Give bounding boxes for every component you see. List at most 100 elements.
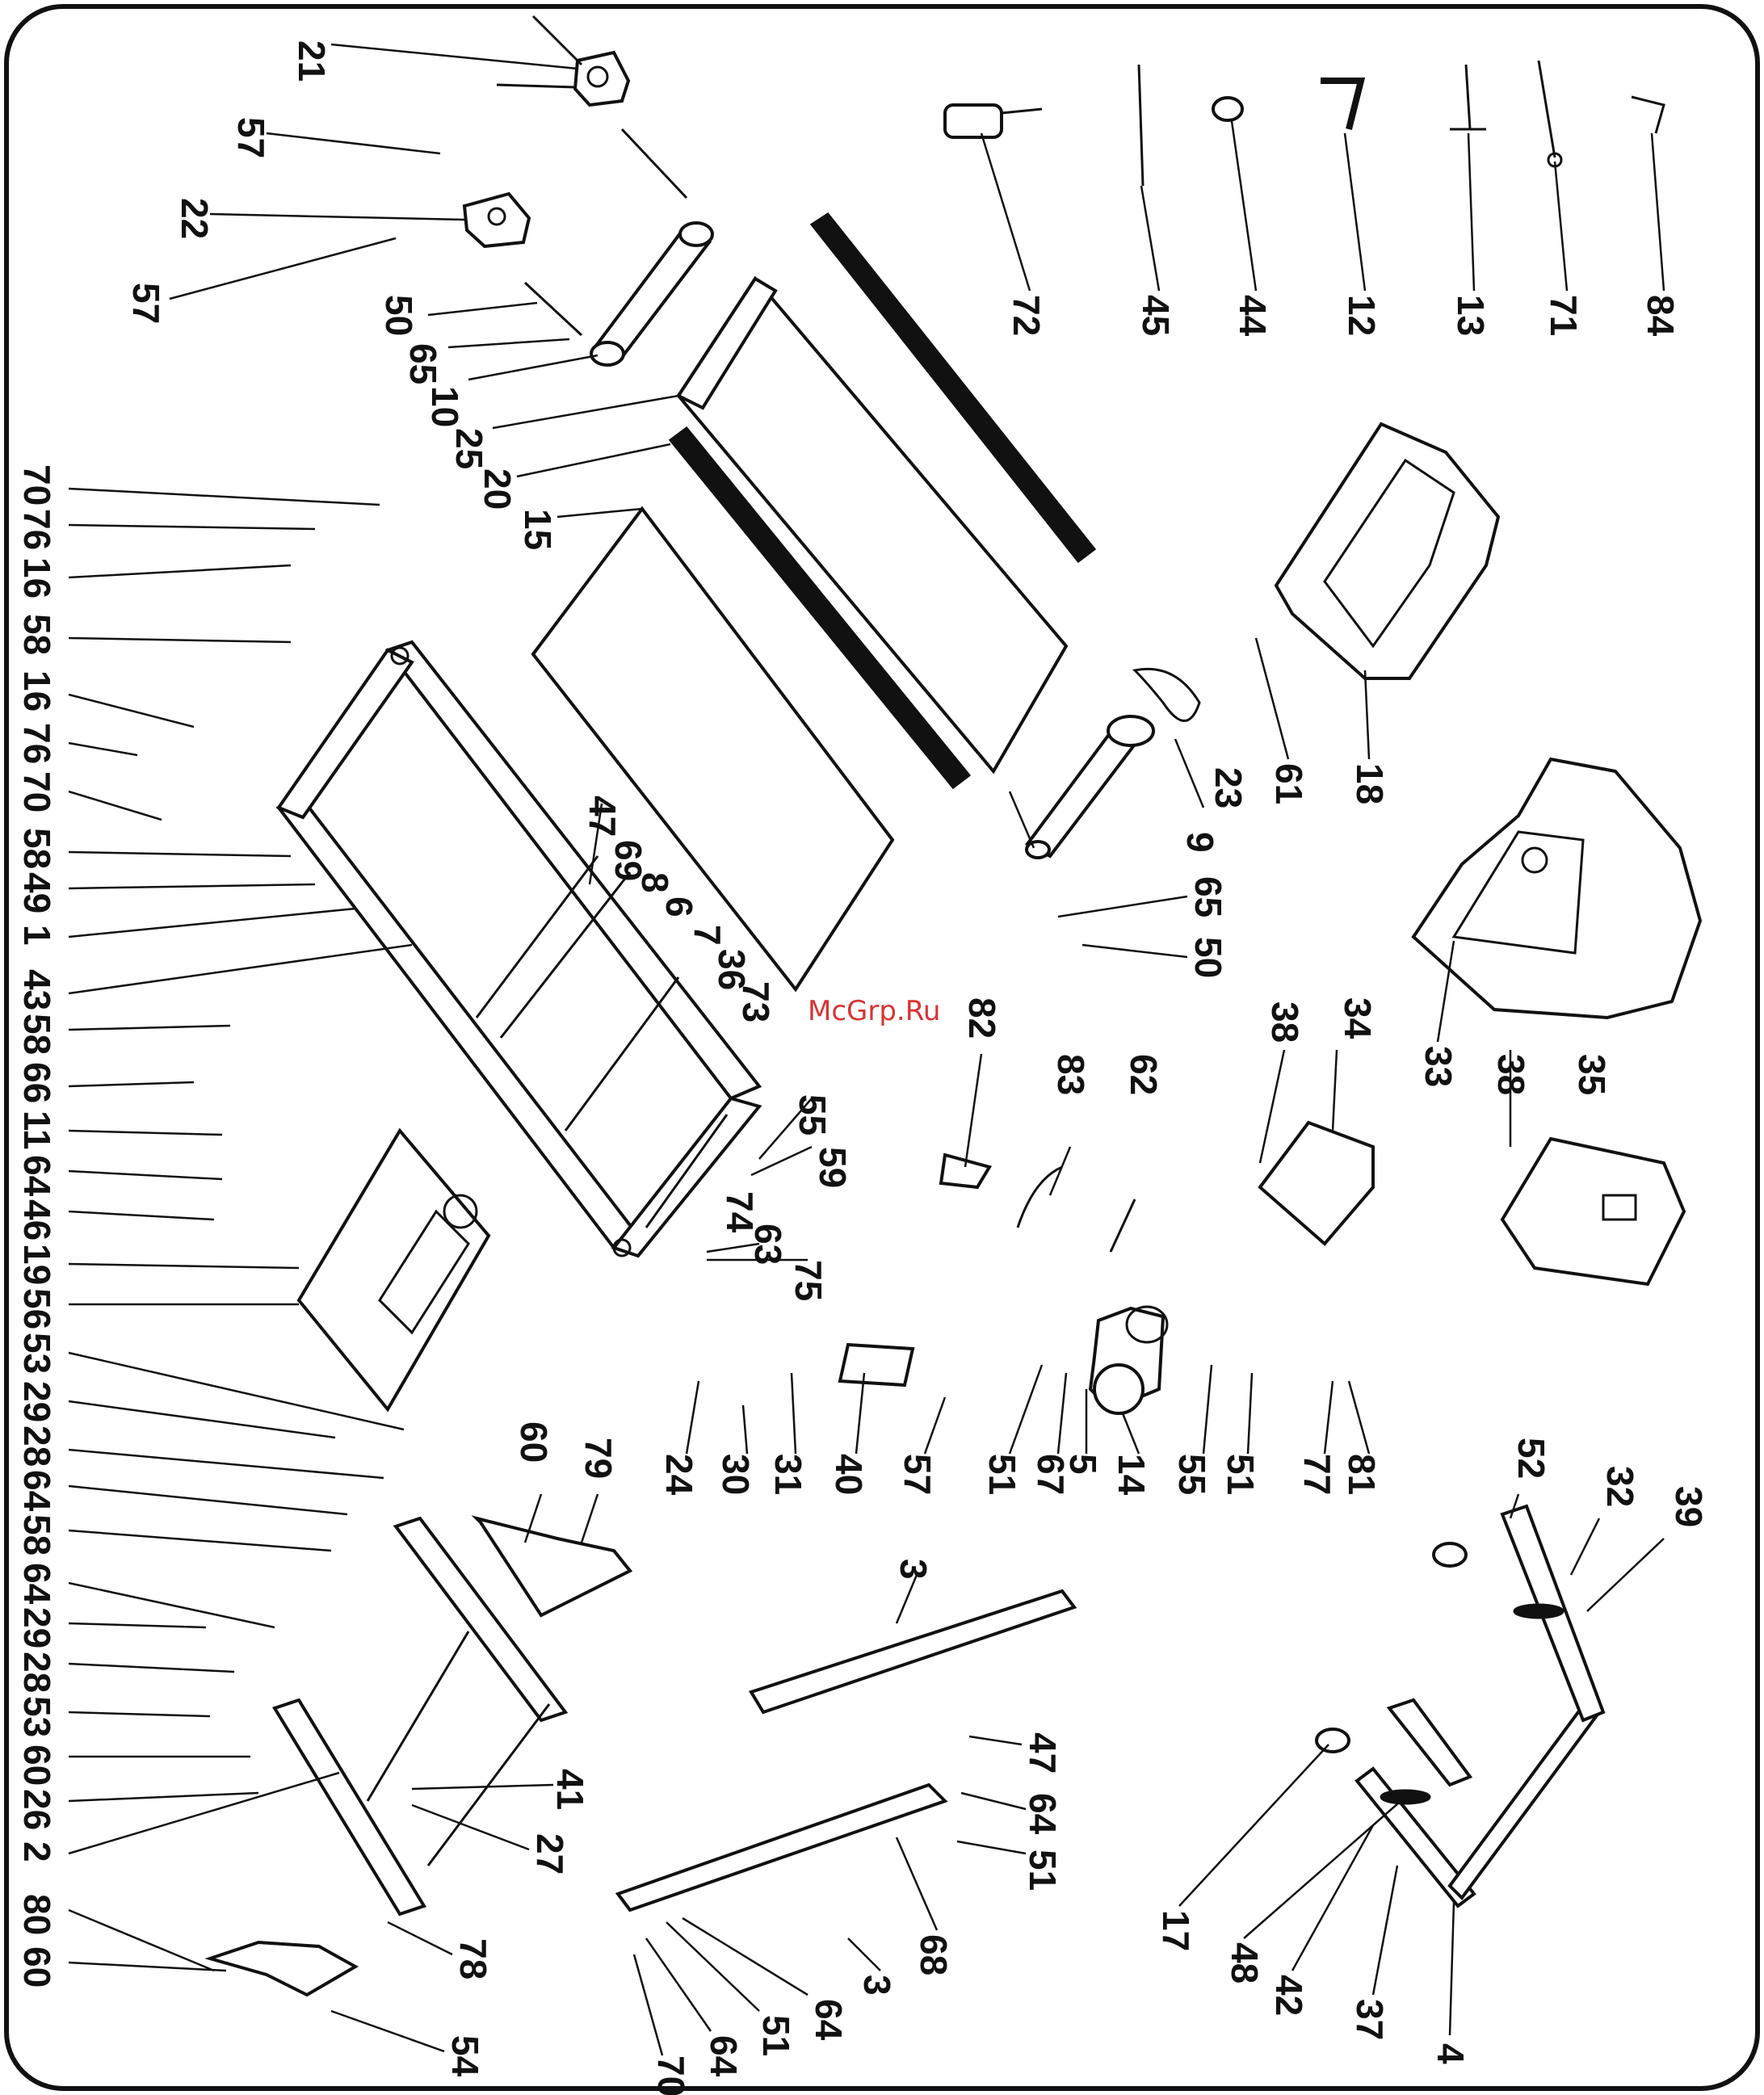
- part-label: 70: [650, 2055, 692, 2095]
- part-label: 60: [513, 1421, 555, 1463]
- leader-lines: [68, 43, 1665, 2056]
- part-label: 57: [125, 283, 167, 324]
- part-label: 64: [16, 1470, 58, 1512]
- part-label: 33: [1418, 1046, 1460, 1087]
- part-label: 62: [1123, 1054, 1165, 1095]
- part-1-main-frame: [275, 640, 762, 1258]
- part-label: 75: [788, 1260, 830, 1301]
- part-label: 20: [477, 468, 519, 510]
- part-label: 13: [1450, 295, 1492, 336]
- part-label: 64: [703, 2035, 745, 2077]
- part-label: 80: [16, 1894, 58, 1935]
- part-label: 45: [1135, 295, 1177, 336]
- part-label: 50: [378, 295, 420, 336]
- part-25-running-belt: [676, 275, 1069, 775]
- part-19-motor-base: [296, 1127, 491, 1413]
- part-label: 46: [16, 1199, 58, 1241]
- part-label: 5: [1062, 1454, 1104, 1475]
- part-label: 29: [16, 1607, 58, 1648]
- part-14-motor: [1088, 1305, 1169, 1415]
- part-label: 70: [16, 771, 58, 812]
- part-label: 58: [16, 614, 58, 655]
- part-label: 60: [16, 1744, 58, 1786]
- part-label: 79: [578, 1438, 620, 1479]
- part-80-foot: [204, 1940, 359, 1997]
- part-label: 59: [812, 1147, 854, 1188]
- part-84-bracket: [1631, 95, 1665, 134]
- part-number-labels: 21 57 22 57 50 65 10 25 20 15 72 45 44 1…: [16, 40, 1710, 2095]
- part-label: 64: [16, 1563, 58, 1605]
- part-label: 9: [1179, 832, 1221, 853]
- part-label: 68: [913, 1934, 955, 1975]
- part-label: 6: [658, 896, 700, 917]
- part-45-screwdriver: [1137, 64, 1144, 187]
- part-label: 42: [1268, 1975, 1310, 2016]
- part-label: 54: [444, 2035, 486, 2077]
- part-label: 70: [16, 464, 58, 506]
- part-34-bracket: [1258, 1120, 1375, 1246]
- part-label: 16: [16, 557, 58, 598]
- part-44-washer: [1212, 96, 1244, 122]
- part-label: 64: [1022, 1793, 1064, 1835]
- part-3-crossbar-lower: [615, 1782, 948, 1912]
- part-label: 53: [16, 1333, 58, 1374]
- part-label: 76: [16, 723, 58, 764]
- part-label: 11: [16, 1110, 58, 1150]
- part-33-console: [1411, 757, 1703, 1020]
- part-label: 19: [16, 1244, 58, 1285]
- part-79-foot: [471, 1515, 633, 1618]
- part-label: 78: [452, 1938, 494, 1980]
- part-label: 44: [1232, 295, 1274, 337]
- part-label: 66: [16, 1062, 58, 1103]
- part-71-cable: [1537, 60, 1563, 168]
- part-label: 51: [1022, 1849, 1064, 1891]
- part-label: 38: [1490, 1054, 1532, 1095]
- part-label: 51: [755, 2015, 797, 2056]
- part-72-cylinder: [943, 103, 1043, 139]
- part-35-display: [1500, 1136, 1686, 1287]
- part-22-end-cap: [462, 191, 531, 249]
- part-label: 69: [607, 840, 649, 881]
- part-label: 52: [1510, 1438, 1552, 1479]
- part-label: 82: [961, 997, 1003, 1039]
- part-label: 65: [402, 343, 444, 384]
- part-label: 18: [1349, 763, 1391, 804]
- part-23-belt: [1132, 667, 1201, 722]
- diagram-frame: [4, 4, 1760, 2091]
- part-18-hood: [1274, 422, 1501, 680]
- part-label: 74: [719, 1191, 761, 1233]
- part-label: 58: [16, 1514, 58, 1556]
- part-label: 55: [1171, 1454, 1213, 1495]
- part-label: 22: [174, 198, 216, 239]
- part-label: 3: [856, 1975, 898, 1996]
- part-label: 64: [808, 1999, 850, 2041]
- part-label: 43: [16, 969, 58, 1010]
- part-label: 17: [1155, 1910, 1197, 1951]
- part-label: 23: [1208, 767, 1250, 808]
- part-label: 12: [1341, 295, 1383, 336]
- part-label: 64: [16, 1155, 58, 1197]
- part-label: 38: [1264, 1001, 1306, 1043]
- part-label: 67: [1030, 1454, 1072, 1495]
- part-label: 4: [1430, 2043, 1472, 2064]
- part-12-allen-key: [1321, 78, 1366, 130]
- part-62-rod: [1109, 1199, 1136, 1253]
- part-label: 32: [1599, 1466, 1641, 1507]
- part-15-running-board: [531, 506, 895, 993]
- part-label: 55: [792, 1094, 834, 1136]
- part-label: 71: [1543, 295, 1585, 336]
- part-label: 28: [16, 1425, 58, 1467]
- part-label: 53: [16, 1696, 58, 1737]
- part-label: 14: [1111, 1454, 1153, 1496]
- part-label: 30: [715, 1454, 757, 1495]
- part-label: 47: [1022, 1732, 1064, 1774]
- part-label: 29: [16, 1381, 58, 1422]
- part-label: 15: [517, 509, 559, 550]
- part-label: 34: [1337, 997, 1379, 1039]
- part-2-upright: [271, 1516, 569, 1917]
- part-label: 39: [1668, 1486, 1710, 1527]
- part-label: 25: [448, 428, 490, 469]
- part-9-front-roller: [1025, 715, 1155, 859]
- part-label: 24: [658, 1454, 700, 1496]
